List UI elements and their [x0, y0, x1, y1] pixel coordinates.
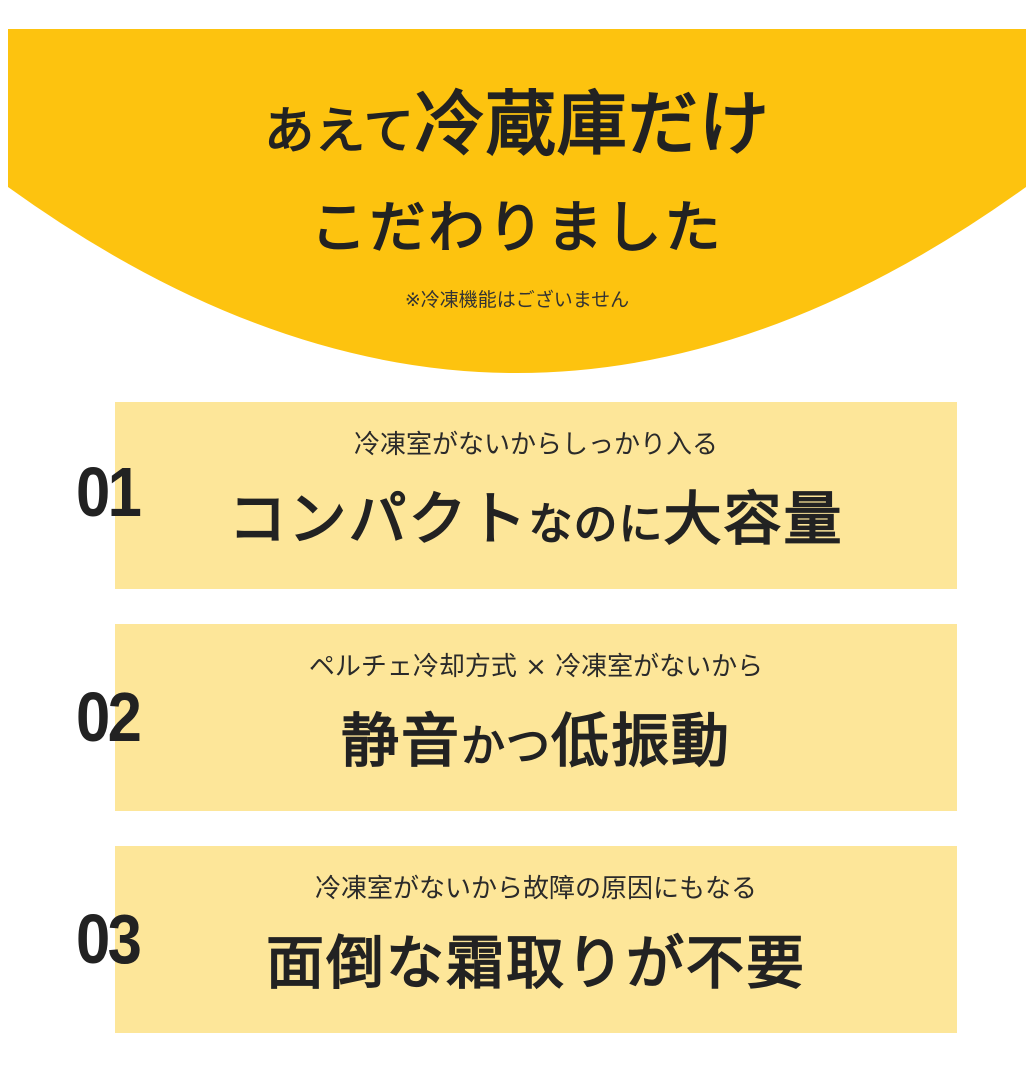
feature-card-03: 冷凍室がないから故障の原因にもなる 面倒な霜取りが不要	[115, 846, 957, 1033]
hero-background-shape	[8, 29, 1026, 373]
hero-headline-line1: あえて冷蔵庫だけ	[8, 89, 1026, 159]
hero-banner: あえて冷蔵庫だけ こだわりました ※冷凍機能はございません	[8, 29, 1026, 373]
feature-subtitle: 冷凍室がないからしっかり入る	[353, 430, 718, 460]
feature-number-03: 03	[76, 900, 142, 978]
feature-card-01: 冷凍室がないからしっかり入る コンパクトなのに大容量	[115, 402, 957, 589]
hero-headline-line2: こだわりました	[310, 196, 724, 261]
feature-title-part: かつ	[461, 721, 551, 772]
feature-title-part: なのに	[528, 499, 664, 550]
hero-headline-emphasis: 冷蔵庫だけ	[414, 83, 770, 165]
feature-subtitle: 冷凍室がないから故障の原因にもなる	[314, 874, 757, 904]
feature-title: コンパクトなのに大容量	[115, 490, 957, 548]
feature-title-part: 大容量	[663, 485, 844, 553]
feature-title: 面倒な霜取りが不要	[115, 934, 957, 992]
feature-title-part: 静音	[340, 707, 461, 775]
feature-card-02: ペルチェ冷却方式 × 冷凍室がないから 静音かつ低振動	[115, 624, 957, 811]
feature-title: 静音かつ低振動	[115, 712, 957, 770]
hero-headline-prefix: あえて	[264, 102, 415, 160]
feature-title-part: 低振動	[551, 707, 732, 775]
feature-subtitle: ペルチェ冷却方式 × 冷凍室がないから	[308, 652, 764, 682]
feature-number-01: 01	[76, 453, 142, 531]
feature-title-part: コンパクト	[228, 485, 529, 553]
feature-number-02: 02	[76, 678, 142, 756]
hero-footnote: ※冷凍機能はございません	[404, 289, 630, 311]
feature-title-part: 面倒な霜取りが不要	[265, 929, 806, 997]
